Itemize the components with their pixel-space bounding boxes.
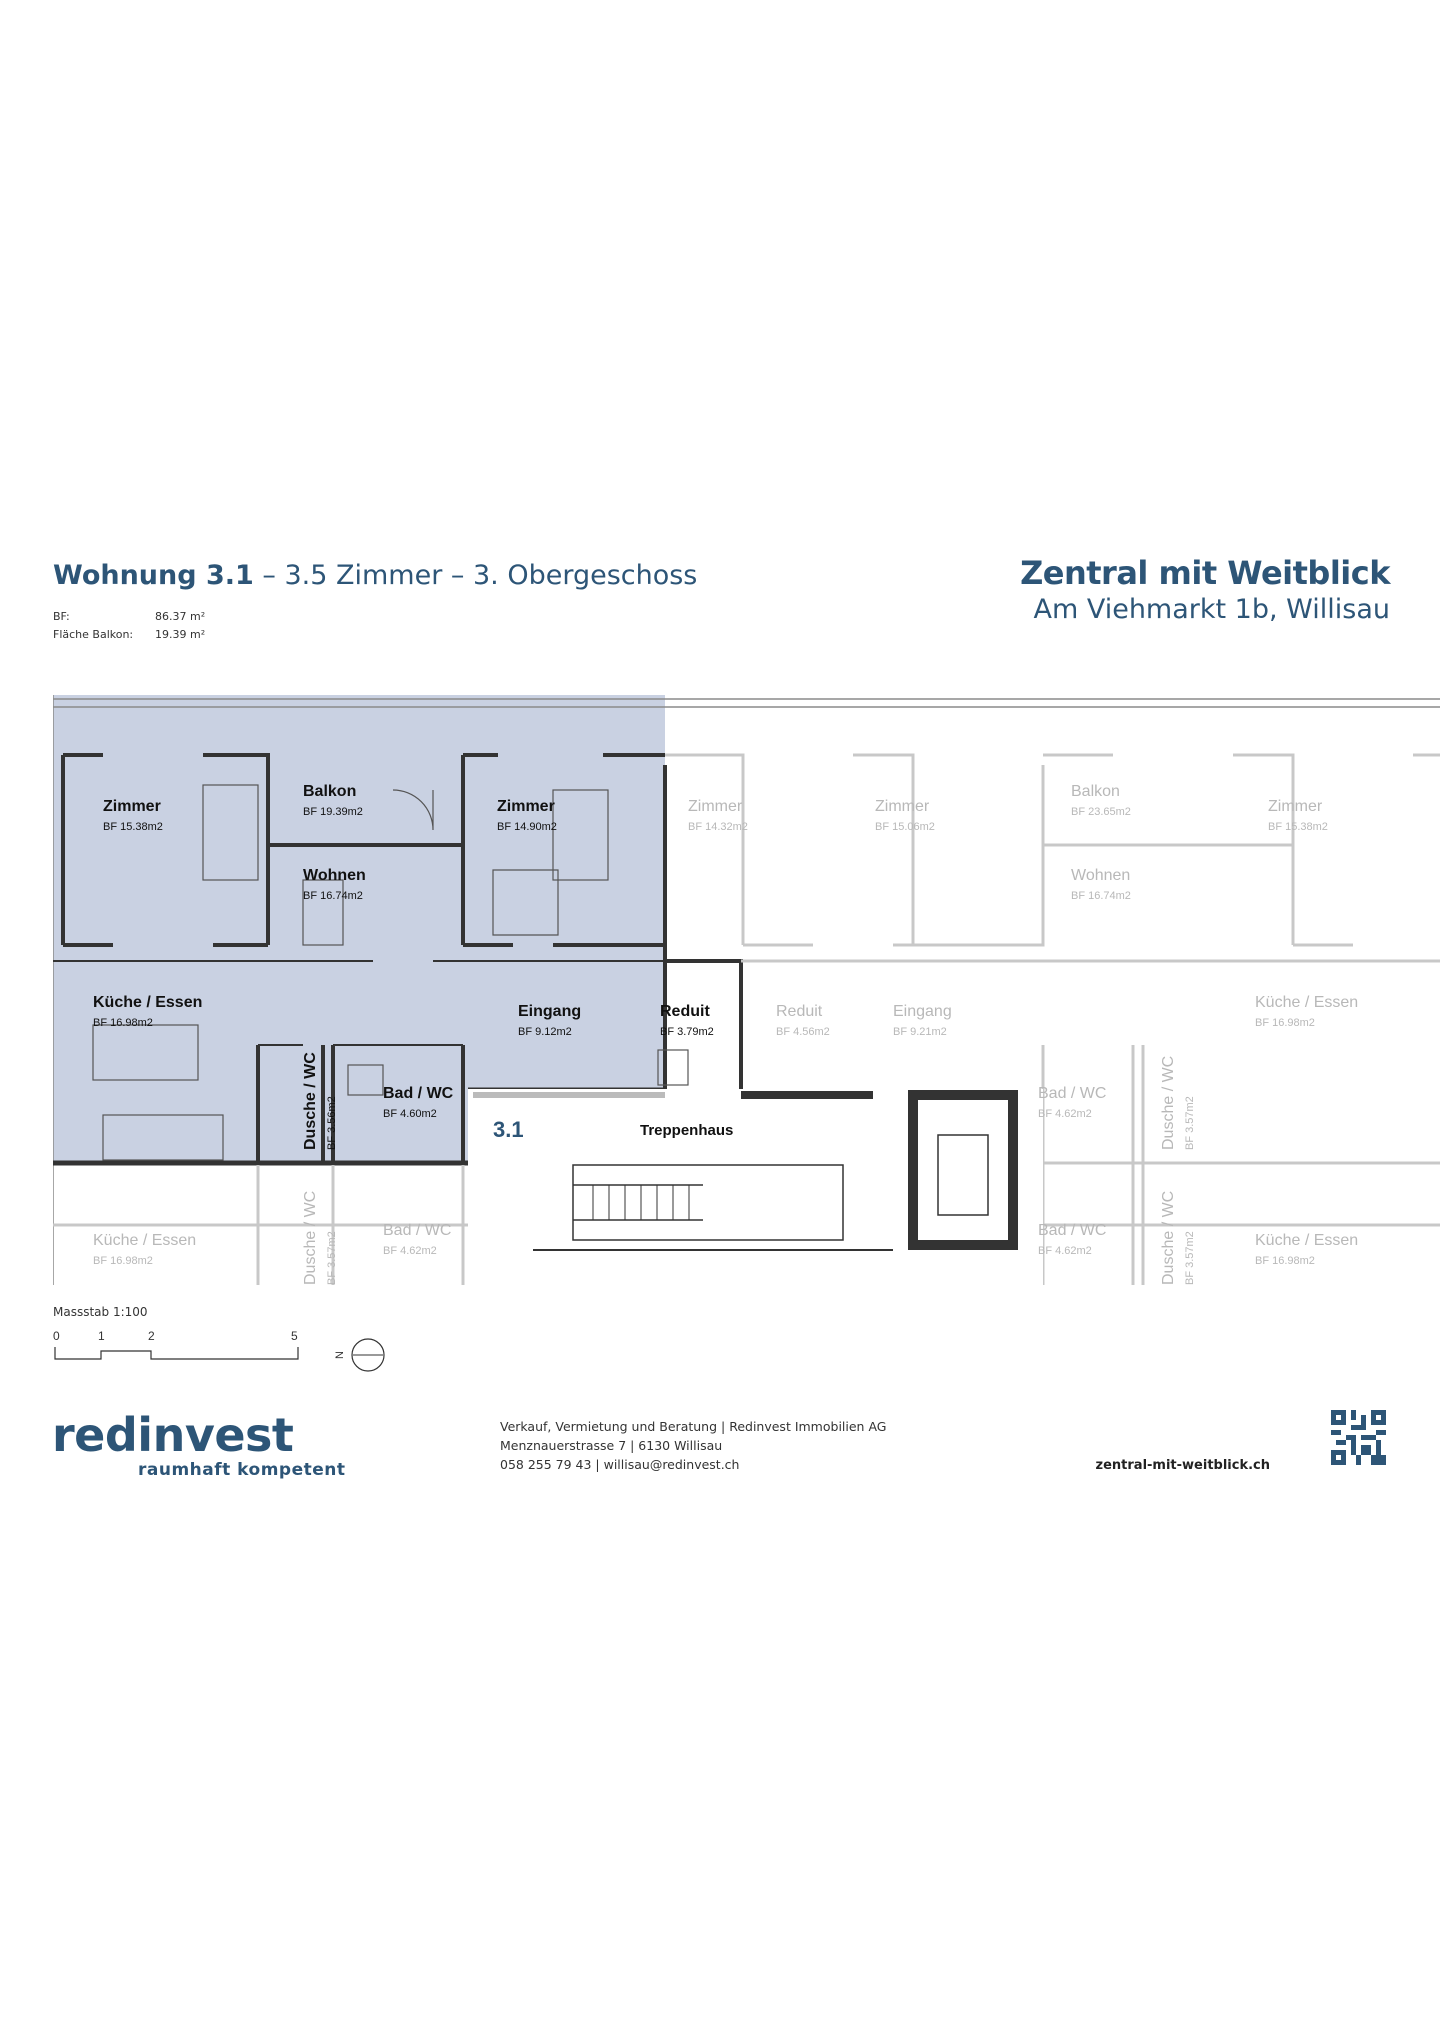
room-dusche-name: Dusche / WC bbox=[302, 1052, 319, 1150]
unit-rooms: – 3.5 Zimmer – 3. Obergeschoss bbox=[253, 560, 698, 591]
faded-wohnen-name: Wohnen bbox=[1071, 867, 1130, 884]
unit-walls bbox=[53, 753, 743, 1166]
faded-dusche-c-name: Dusche / WC bbox=[302, 1191, 319, 1285]
furniture bbox=[92, 784, 689, 1161]
room-balkon-name: Balkon bbox=[303, 783, 356, 800]
room-eingang-name: Eingang bbox=[518, 1003, 581, 1020]
room-dusche-area: BF 3.56m2 bbox=[326, 1096, 338, 1150]
faded-bad-a-name: Bad / WC bbox=[1038, 1085, 1106, 1102]
brand-tagline: raumhaft kompetent bbox=[138, 1460, 346, 1480]
room-zimmer-1-area: BF 15.38m2 bbox=[103, 821, 163, 833]
faded-eingang-area: BF 9.21m2 bbox=[893, 1026, 947, 1038]
faded-eingang-name: Eingang bbox=[893, 1003, 952, 1020]
faded-reduit-name: Reduit bbox=[776, 1003, 823, 1020]
room-kueche-area: BF 16.98m2 bbox=[93, 1017, 153, 1029]
scale-bar: 0 1 2 5 N bbox=[53, 1329, 385, 1372]
unit-title: Wohnung 3.1 – 3.5 Zimmer – 3. Obergescho… bbox=[53, 560, 697, 591]
faded-bad-b-area: BF 4.62m2 bbox=[1038, 1245, 1092, 1257]
room-eingang-area: BF 9.12m2 bbox=[518, 1026, 572, 1038]
floor-plan: Zimmer BF 15.38m2 Balkon BF 19.39m2 Zimm… bbox=[53, 695, 1440, 1285]
scale-label: Massstab 1:100 bbox=[53, 1305, 148, 1319]
room-labels: Zimmer BF 15.38m2 Balkon BF 19.39m2 Zimm… bbox=[93, 783, 733, 1150]
project-name: Zentral mit Weitblick bbox=[1020, 554, 1390, 592]
faded-bad-c-name: Bad / WC bbox=[383, 1222, 451, 1239]
contact-block: Verkauf, Vermietung und Beratung | Redin… bbox=[500, 1417, 886, 1474]
unit-number-label: 3.1 bbox=[493, 1117, 524, 1142]
faded-balkon-area: BF 23.65m2 bbox=[1071, 806, 1131, 818]
faded-zimmer-b-name: Zimmer bbox=[875, 798, 930, 815]
room-reduit-name: Reduit bbox=[660, 1003, 710, 1020]
north-arrow-icon bbox=[351, 1338, 385, 1372]
room-wohnen-area: BF 16.74m2 bbox=[303, 890, 363, 902]
faded-zimmer-a-name: Zimmer bbox=[688, 798, 743, 815]
bf-value: 86.37 m² bbox=[155, 610, 206, 623]
faded-dusche-a-area: BF 3.57m2 bbox=[1184, 1096, 1196, 1150]
room-zimmer-2-name: Zimmer bbox=[497, 798, 555, 815]
faded-kueche-c-area: BF 16.98m2 bbox=[93, 1255, 153, 1267]
stairwell bbox=[468, 1089, 1043, 1285]
scale-tick-5: 5 bbox=[291, 1329, 298, 1343]
faded-bad-b-name: Bad / WC bbox=[1038, 1222, 1106, 1239]
faded-bad-a-area: BF 4.62m2 bbox=[1038, 1108, 1092, 1120]
faded-room-labels: Zimmer BF 14.32m2 Zimmer BF 15.06m2 Balk… bbox=[93, 783, 1358, 1285]
room-zimmer-1-name: Zimmer bbox=[103, 798, 161, 815]
room-balkon-area: BF 19.39m2 bbox=[303, 806, 363, 818]
brand-logo: redinvest raumhaft kompetent bbox=[52, 1410, 346, 1480]
facade-line bbox=[53, 695, 1440, 1285]
project-heading: Zentral mit Weitblick Am Viehmarkt 1b, W… bbox=[1020, 554, 1390, 625]
faded-kueche-b-area: BF 16.98m2 bbox=[1255, 1255, 1315, 1267]
neighbor-units bbox=[53, 753, 1440, 1285]
faded-reduit-area: BF 4.56m2 bbox=[776, 1026, 830, 1038]
room-zimmer-2-area: BF 14.90m2 bbox=[497, 821, 557, 833]
room-kueche-name: Küche / Essen bbox=[93, 994, 202, 1011]
unit-highlight bbox=[53, 695, 665, 1163]
balcony-value: 19.39 m² bbox=[155, 628, 206, 641]
scale-tick-1: 1 bbox=[98, 1329, 105, 1343]
room-bad-name: Bad / WC bbox=[383, 1085, 454, 1102]
stairwell-label: Treppenhaus bbox=[640, 1122, 733, 1139]
faded-dusche-b-name: Dusche / WC bbox=[1160, 1191, 1177, 1285]
room-wohnen-name: Wohnen bbox=[303, 867, 366, 884]
faded-kueche-a-area: BF 16.98m2 bbox=[1255, 1017, 1315, 1029]
project-address: Am Viehmarkt 1b, Willisau bbox=[1033, 594, 1390, 625]
faded-kueche-a-name: Küche / Essen bbox=[1255, 994, 1358, 1011]
faded-zimmer-c-name: Zimmer bbox=[1268, 798, 1323, 815]
balcony-label: Fläche Balkon: bbox=[53, 628, 134, 641]
faded-zimmer-c-area: BF 15.38m2 bbox=[1268, 821, 1328, 833]
faded-wohnen-area: BF 16.74m2 bbox=[1071, 890, 1131, 902]
faded-dusche-b-area: BF 3.57m2 bbox=[1184, 1231, 1196, 1285]
unit-number: Wohnung 3.1 bbox=[53, 560, 254, 591]
faded-zimmer-a-area: BF 14.32m2 bbox=[688, 821, 748, 833]
faded-bad-c-area: BF 4.62m2 bbox=[383, 1245, 437, 1257]
faded-balkon-name: Balkon bbox=[1071, 783, 1120, 800]
faded-zimmer-b-area: BF 15.06m2 bbox=[875, 821, 935, 833]
brand-name: redinvest bbox=[52, 1408, 294, 1462]
scale-tick-2: 2 bbox=[148, 1329, 155, 1343]
contact-line-2: Menznauerstrasse 7 | 6130 Willisau bbox=[500, 1438, 723, 1453]
bf-label: BF: bbox=[53, 610, 70, 623]
area-summary: BF: 86.37 m² Fläche Balkon: 19.39 m² bbox=[53, 608, 205, 644]
north-label: N bbox=[334, 1351, 346, 1359]
faded-kueche-b-name: Küche / Essen bbox=[1255, 1232, 1358, 1249]
qr-code-icon[interactable] bbox=[1331, 1410, 1386, 1465]
room-bad-area: BF 4.60m2 bbox=[383, 1108, 437, 1120]
scale-tick-0: 0 bbox=[53, 1329, 60, 1343]
faded-dusche-c-area: BF 3.57m2 bbox=[326, 1231, 338, 1285]
contact-line-1: Verkauf, Vermietung und Beratung | Redin… bbox=[500, 1419, 887, 1434]
faded-kueche-c-name: Küche / Essen bbox=[93, 1232, 196, 1249]
room-reduit-area: BF 3.79m2 bbox=[660, 1026, 714, 1038]
contact-line-3: 058 255 79 43 | willisau@redinvest.ch bbox=[500, 1457, 740, 1472]
website-link[interactable]: zentral-mit-weitblick.ch bbox=[1095, 1458, 1270, 1473]
faded-dusche-a-name: Dusche / WC bbox=[1160, 1056, 1177, 1150]
